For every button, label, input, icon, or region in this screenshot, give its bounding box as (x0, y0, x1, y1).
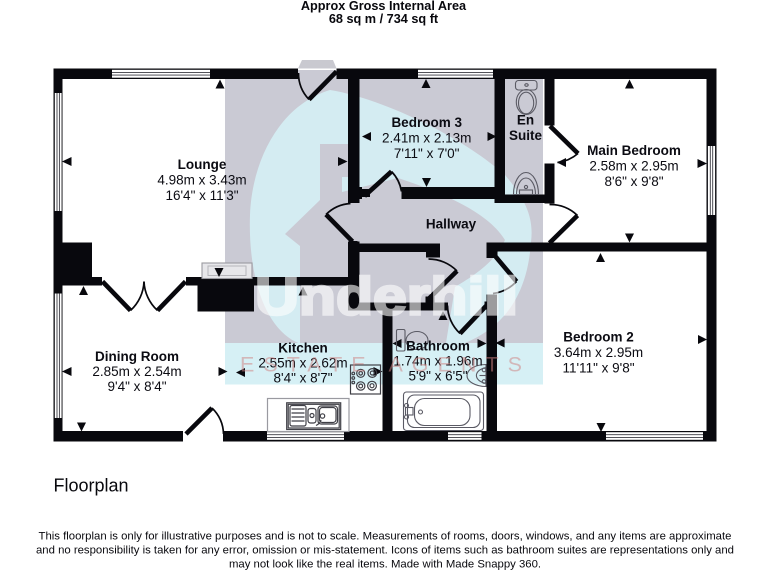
svg-text:may not look like the real ite: may not look like the real items. Made w… (229, 558, 541, 570)
svg-text:2.55m x 2.62m: 2.55m x 2.62m (258, 356, 347, 371)
svg-text:2.58m x 2.95m: 2.58m x 2.95m (589, 159, 678, 174)
svg-text:Kitchen: Kitchen (278, 341, 328, 356)
svg-text:Main Bedroom: Main Bedroom (587, 143, 681, 158)
svg-text:2.41m x 2.13m: 2.41m x 2.13m (382, 131, 471, 146)
svg-text:Bedroom 2: Bedroom 2 (563, 330, 634, 345)
svg-text:16'4" x 11'3": 16'4" x 11'3" (165, 188, 238, 203)
svg-text:1.74m x 1.96m: 1.74m x 1.96m (393, 354, 482, 369)
svg-text:Lounge: Lounge (178, 157, 227, 172)
svg-text:8'4" x 8'7": 8'4" x 8'7" (273, 371, 332, 386)
svg-text:4.98m x 3.43m: 4.98m x 3.43m (157, 173, 246, 188)
svg-text:Hallway: Hallway (426, 217, 477, 232)
svg-text:2.85m x 2.54m: 2.85m x 2.54m (92, 364, 181, 379)
svg-text:Bedroom 3: Bedroom 3 (391, 115, 462, 130)
svg-text:5'9" x 6'5": 5'9" x 6'5" (408, 369, 467, 384)
svg-text:ESTATE AGENTS: ESTATE AGENTS (240, 353, 532, 377)
svg-text:Dining Room: Dining Room (95, 349, 179, 364)
svg-text:7'11" x 7'0": 7'11" x 7'0" (394, 146, 460, 161)
svg-text:Approx Gross Internal Area: Approx Gross Internal Area (301, 0, 467, 13)
svg-text:Underhill: Underhill (255, 268, 518, 327)
svg-text:68 sq m / 734 sq ft: 68 sq m / 734 sq ft (329, 12, 439, 26)
svg-text:and no responsibility is taken: and no responsibility is taken for any e… (36, 544, 734, 556)
svg-text:Floorplan: Floorplan (54, 476, 129, 496)
svg-text:This floorplan is only for ill: This floorplan is only for illustrative … (39, 530, 732, 542)
svg-text:Suite: Suite (509, 128, 542, 143)
svg-text:9'4" x 8'4": 9'4" x 8'4" (107, 379, 166, 394)
svg-text:En: En (517, 113, 534, 128)
svg-text:8'6" x 9'8": 8'6" x 9'8" (604, 174, 663, 189)
svg-text:Bathroom: Bathroom (406, 339, 470, 354)
svg-text:11'11" x 9'8": 11'11" x 9'8" (562, 361, 634, 376)
svg-text:3.64m x 2.95m: 3.64m x 2.95m (554, 345, 643, 360)
